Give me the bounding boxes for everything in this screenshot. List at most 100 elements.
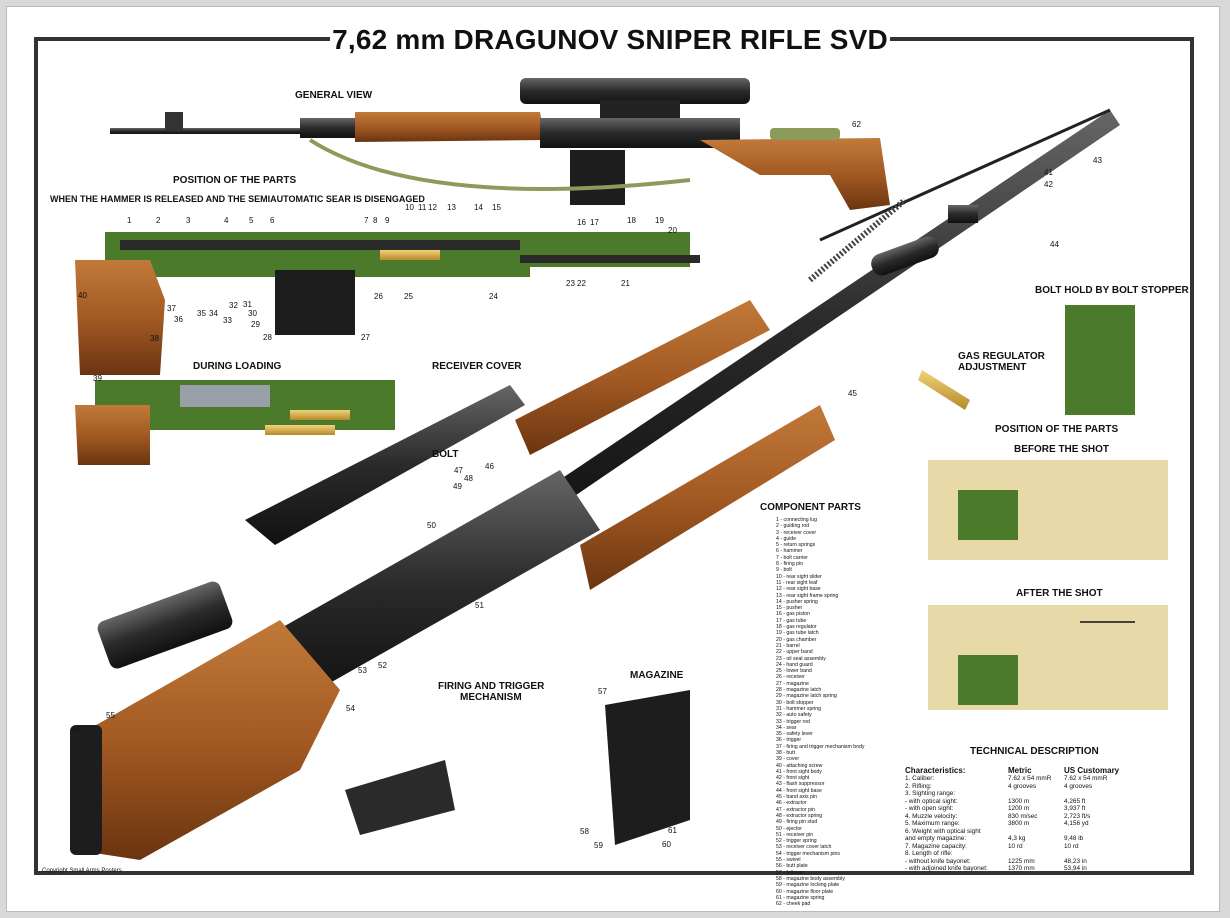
callout-43: 43 <box>1093 156 1102 165</box>
cleaning-rod <box>819 108 1111 242</box>
tech-cell <box>1008 850 1064 858</box>
callout-2: 2 <box>156 216 161 225</box>
component-part-item: 15 - pusher <box>776 605 803 612</box>
component-part-item: 22 - upper band <box>776 649 813 656</box>
tech-row: 2. Rifling: 4 grooves 4 grooves <box>905 783 1145 791</box>
tech-cell: 2,723 ft/s <box>1064 812 1091 820</box>
receiver-cover <box>245 385 525 545</box>
tech-cell: 8. Length of rifle: <box>905 850 953 857</box>
component-part-item: 1 - connecting lug <box>776 517 817 523</box>
callout-25: 25 <box>404 292 413 301</box>
callout-41: 41 <box>1044 168 1053 177</box>
tech-cell: 1300 m <box>1008 797 1030 805</box>
tech-cell: - with optical sight: <box>905 797 958 805</box>
component-part-item: 28 - magazine latch <box>776 687 822 694</box>
component-part-item: 43 - flash suppressor <box>776 781 825 788</box>
callout-34: 34 <box>209 309 218 318</box>
poster-title: 7,62 mm DRAGUNOV SNIPER RIFLE SVD <box>332 24 888 55</box>
component-part-item: 10 - rear sight slider <box>776 573 822 580</box>
tech-header-cell: Characteristics: <box>905 766 966 775</box>
tech-cell: 1200 m <box>1008 805 1030 812</box>
callout-3: 3 <box>186 216 191 225</box>
bolt-carrier <box>97 581 233 669</box>
tech-cell: 10 rd <box>1064 842 1079 850</box>
component-part-item: 49 - firing pin stud <box>776 819 818 826</box>
butt-stock <box>70 620 340 860</box>
callout-9: 9 <box>385 216 390 225</box>
tech-cell: and empty magazine: <box>905 835 967 842</box>
gas-regulator <box>948 205 978 223</box>
tech-cell: 7.62 x 54 mmR <box>1008 775 1052 782</box>
tech-cell: 3,937 ft <box>1064 805 1086 812</box>
callout-6: 6 <box>270 216 275 225</box>
copyright: Copyright Small Arms Posters <box>42 868 122 874</box>
callout-39: 39 <box>93 374 102 383</box>
component-part-item: 48 - extractor spring <box>776 812 823 819</box>
tech-cell: 53,94 in <box>1064 865 1087 872</box>
callout-62: 62 <box>852 120 861 129</box>
tech-cell: 1370 mm <box>1008 865 1035 872</box>
callout-32: 32 <box>229 301 238 310</box>
component-part-item: 2 - guiding rod <box>776 523 810 530</box>
component-part-item: 39 - cover <box>776 756 800 763</box>
callout-55: 55 <box>106 711 115 720</box>
callout-40: 40 <box>78 291 87 300</box>
tech-header-cell: US Customary <box>1064 766 1120 775</box>
component-part-item: 30 - bolt stopper <box>776 699 814 706</box>
callout-4: 4 <box>224 216 229 225</box>
callout-31: 31 <box>243 300 252 309</box>
callout-45: 45 <box>848 389 857 398</box>
callout-56: 56 <box>72 725 81 734</box>
component-part-item: 18 - gas regulator <box>776 624 817 631</box>
tech-row: 6. Weight with optical sight <box>905 828 1145 836</box>
butt-plate <box>70 725 102 855</box>
callout-27: 27 <box>361 333 370 342</box>
component-part-item: 62 - cheek pad <box>776 901 811 908</box>
label-bolt-hold: BOLT HOLD BY BOLT STOPPER <box>1035 285 1189 296</box>
tech-cell: 4 grooves <box>1064 782 1093 790</box>
callout-16: 16 <box>577 218 586 227</box>
callout-19: 19 <box>655 216 664 225</box>
component-part-item: 40 - attaching screw <box>776 762 823 769</box>
callout-1: 1 <box>127 216 132 225</box>
component-part-item: 13 - rear sight frame spring <box>776 592 839 599</box>
component-part-item: 25 - lower band <box>776 668 812 675</box>
callout-35: 35 <box>197 309 206 318</box>
tech-cell: 48,23 in <box>1064 857 1087 865</box>
callout-21: 21 <box>621 279 630 288</box>
component-part-item: 16 - gas piston <box>776 611 811 618</box>
callout-61: 61 <box>668 826 677 835</box>
label-hammer-released: WHEN THE HAMMER IS RELEASED AND THE SEMI… <box>50 194 425 204</box>
tech-cell: 4 grooves <box>1008 782 1037 790</box>
component-part-item: 56 - butt plate <box>776 863 808 870</box>
callout-23: 23 <box>566 279 575 288</box>
tech-cell: 2. Rifling: <box>905 782 932 790</box>
tech-row: 3. Sighting range: <box>905 790 1145 798</box>
tech-cell: 4,265 ft <box>1064 797 1086 805</box>
component-part-item: 7 - bolt carrier <box>776 554 808 561</box>
component-part-item: 4 - guide <box>776 535 797 542</box>
component-part-item: 54 - trigger mechanism pins <box>776 850 841 857</box>
component-part-item: 52 - trigger spring <box>776 838 817 845</box>
callout-42: 42 <box>1044 180 1053 189</box>
label-before-shot: BEFORE THE SHOT <box>1014 444 1110 455</box>
component-part-item: 44 - front sight base <box>776 787 822 794</box>
component-part-item: 60 - magazine floor plate <box>776 888 834 895</box>
component-part-item: 21 - barrel <box>776 642 800 649</box>
callout-14: 14 <box>474 203 483 212</box>
callout-58: 58 <box>580 827 589 836</box>
callout-44: 44 <box>1050 240 1059 249</box>
callout-29: 29 <box>251 320 260 329</box>
label-firing-trigger-2: MECHANISM <box>460 692 522 703</box>
label-magazine: MAGAZINE <box>630 670 684 681</box>
component-part-item: 58 - magazine body assembly <box>776 875 845 882</box>
